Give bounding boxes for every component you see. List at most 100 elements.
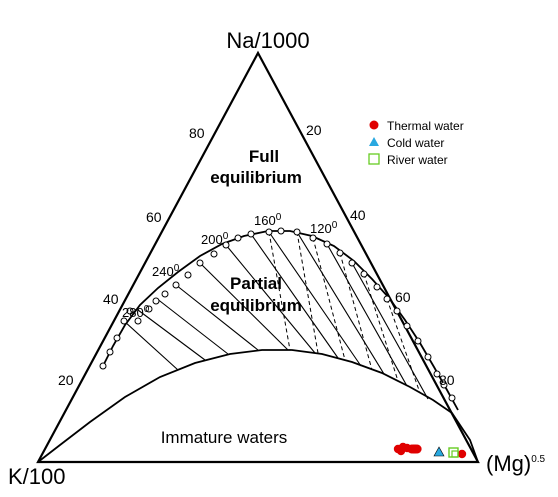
equilibrium-curve-point — [234, 234, 242, 242]
temperature-degree-mark: 0 — [223, 231, 229, 242]
isotherm-line — [155, 297, 229, 355]
vertex-label-mg: (Mg)0.5 — [486, 451, 546, 476]
equilibrium-curve-point — [293, 228, 301, 236]
equilibrium-curve-point — [373, 283, 381, 291]
region-immature-waters: Immature waters — [161, 428, 288, 447]
equilibrium-curve-point — [277, 227, 285, 235]
temperature-label: 2400 — [152, 263, 180, 279]
temperature-label: 1600 — [254, 212, 282, 228]
vertex-label-mg-exponent: 0.5 — [531, 454, 545, 465]
equilibrium-curve-point — [393, 307, 401, 315]
equilibrium-curve-point — [161, 290, 169, 298]
data-marks-layer — [393, 442, 467, 459]
equilibrium-curve-point — [120, 317, 128, 325]
legend: Thermal water Cold water River water — [368, 119, 464, 167]
left-tick-label: 40 — [103, 291, 119, 307]
legend-label-river: River water — [387, 153, 448, 167]
isotherm-line — [175, 284, 259, 351]
equilibrium-curve-point — [99, 362, 107, 370]
equilibrium-curve-point — [113, 334, 121, 342]
right-tick-label: 80 — [439, 372, 455, 388]
equilibrium-curve-point — [448, 394, 456, 402]
equilibrium-curve-point — [348, 259, 356, 267]
right-tick-label: 60 — [395, 289, 411, 305]
temperature-value: 120 — [310, 221, 332, 236]
region-partial-equilibrium-line2: equilibrium — [210, 296, 302, 315]
grid-lines-layer — [37, 230, 479, 463]
isotherm-line — [268, 231, 362, 367]
isotherm-dashed-line — [339, 252, 373, 371]
isotherm-line — [296, 231, 385, 375]
left-tick-label: 60 — [146, 209, 162, 225]
data-point-thermal-water — [396, 446, 406, 456]
equilibrium-curve-point — [265, 228, 273, 236]
temperature-degree-mark: 0 — [144, 304, 150, 315]
temperature-degree-mark: 0 — [276, 212, 282, 223]
left-tick-label: 80 — [189, 125, 205, 141]
temperature-label: 2000 — [201, 231, 229, 247]
legend-marker-river — [368, 153, 380, 165]
isotherm-line — [225, 244, 316, 354]
isotherm-dashed-line — [312, 237, 346, 361]
data-point-thermal-water — [412, 444, 422, 454]
vertex-label-mg-base: (Mg) — [486, 451, 531, 476]
equilibrium-curve-point — [403, 322, 411, 330]
legend-label-thermal: Thermal water — [387, 119, 464, 133]
equilibrium-curve-point — [196, 259, 204, 267]
temperature-value: 240 — [152, 264, 174, 279]
region-full-equilibrium-line2: equilibrium — [210, 168, 302, 187]
isotherm-line — [351, 262, 429, 400]
legend-marker-cold — [369, 137, 379, 146]
data-point-cold-water — [433, 446, 445, 457]
temperature-value: 200 — [201, 232, 223, 247]
equilibrium-curve-point — [210, 250, 218, 258]
right-tick-label: 20 — [306, 122, 322, 138]
legend-marker-thermal — [369, 120, 379, 130]
data-point-river-water — [451, 450, 459, 458]
equilibrium-curve-point — [424, 353, 432, 361]
equilibrium-curve-point — [172, 281, 180, 289]
equilibrium-curve-point — [309, 234, 317, 242]
equilibrium-curve-point — [134, 317, 142, 325]
equilibrium-curve-point — [360, 270, 368, 278]
equilibrium-curve-point — [152, 297, 160, 305]
equilibrium-curve-point — [323, 240, 331, 248]
equilibrium-curve-point — [126, 307, 134, 315]
equilibrium-curve-point — [106, 348, 114, 356]
isotherm-dashed-line — [363, 273, 399, 382]
temperature-label: 1200 — [310, 220, 338, 236]
temperature-value: 280 — [122, 305, 144, 320]
equilibrium-curve-point — [414, 337, 422, 345]
equilibrium-curve-point — [247, 230, 255, 238]
isotherm-line — [199, 262, 289, 351]
region-partial-equilibrium-line1: Partial — [230, 274, 282, 293]
temperature-degree-mark: 0 — [174, 263, 180, 274]
equilibrium-curve-point — [184, 271, 192, 279]
isotherm-line — [326, 243, 408, 387]
legend-label-cold: Cold water — [387, 136, 444, 150]
isotherm-dashed-line — [268, 231, 291, 351]
equilibrium-curve-point — [383, 295, 391, 303]
full-equilibrium-curve — [102, 230, 459, 411]
left-tick-label: 20 — [58, 372, 74, 388]
isotherm-line — [137, 309, 206, 361]
data-point-thermal-water — [457, 449, 467, 459]
vertex-label-k: K/100 — [8, 464, 66, 489]
data-point-river-water — [448, 447, 459, 458]
region-full-equilibrium-line1: Full — [249, 147, 279, 166]
equilibrium-curve-point — [433, 370, 441, 378]
isotherm-line — [123, 320, 179, 371]
temperature-label: 2800 — [122, 304, 150, 320]
partial-equilibrium-lower-curve — [37, 349, 479, 463]
right-tick-label: 40 — [350, 207, 366, 223]
ternary-triangle — [36, 50, 480, 464]
isotherm-dashed-line — [386, 298, 421, 394]
temperature-value: 160 — [254, 213, 276, 228]
equilibrium-curve-point — [440, 381, 448, 389]
temperature-degree-mark: 0 — [332, 220, 338, 231]
equilibrium-curve-point — [336, 249, 344, 257]
equilibrium-curve-point — [222, 241, 230, 249]
triangle-frame-layer — [36, 50, 480, 464]
